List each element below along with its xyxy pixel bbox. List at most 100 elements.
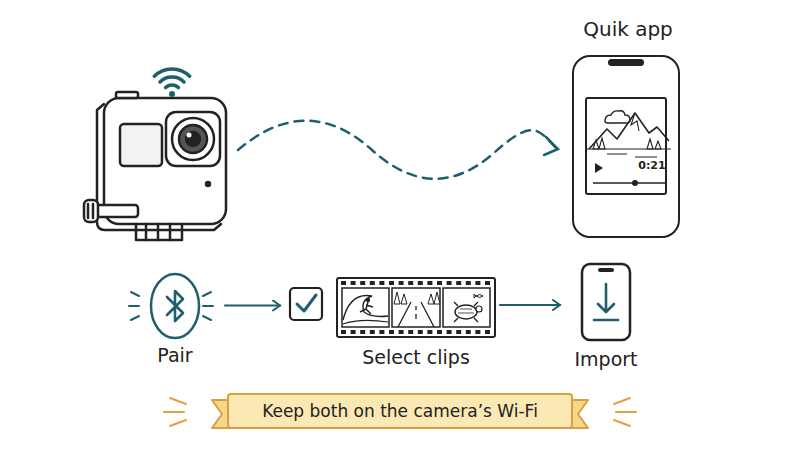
note-banner: Keep both on the camera’s Wi-Fi (210, 392, 590, 432)
wifi-symbol-part (154, 69, 189, 76)
signal-rays-part (203, 292, 213, 320)
select-step-outline-part (447, 281, 452, 285)
wifi-symbol-part (169, 91, 175, 97)
select-step-outline-part (408, 330, 413, 334)
video-player-outline-part (632, 180, 638, 186)
select-step-outline-part (455, 305, 477, 319)
bluetooth-step: Pair (140, 270, 225, 370)
video-player: 0:21 (585, 97, 667, 195)
select-step-outline-part (418, 330, 423, 334)
import-step-outline-part (594, 284, 618, 320)
select-step-outline-part (437, 330, 442, 334)
select-step-outline-part (343, 320, 388, 324)
action-camera-part (120, 124, 162, 166)
action-camera-part (88, 204, 93, 218)
video-player-outline-part (587, 149, 671, 157)
video-player-outline-part (631, 113, 639, 131)
select-step-outline-part (360, 302, 373, 314)
banner-rays-part (614, 398, 636, 426)
action-camera-part (146, 224, 170, 240)
select-step-outline-part (379, 330, 384, 334)
select-step-outline-part (427, 281, 432, 285)
select-step-outline-part (456, 330, 461, 334)
transfer-arrow (238, 121, 558, 179)
step-label: Select clips (337, 346, 495, 368)
wifi-symbol-part (166, 85, 179, 88)
step-label: Pair (140, 344, 210, 366)
select-step-outline-part (360, 281, 365, 285)
select-step-outline-part (456, 281, 461, 285)
select-step-outline-part (341, 330, 346, 334)
bluetooth-step-outline-part (167, 291, 183, 321)
banner-rays-part (164, 398, 186, 426)
video-player-outline-part (593, 138, 661, 149)
select-step-outline-part (398, 302, 434, 327)
import-step: Import (560, 262, 652, 374)
import-step-outline-part (598, 268, 614, 272)
select-step: Select clips (280, 272, 500, 372)
step-label: Import (560, 348, 652, 370)
select-step-outline-part (427, 330, 432, 334)
signal-rays-part (129, 292, 139, 320)
app-heading: Quik app (544, 17, 712, 41)
action-camera-part (84, 200, 98, 222)
action-camera-part (172, 118, 214, 160)
select-step-outline-part (454, 302, 478, 322)
action-camera-part (96, 205, 138, 217)
action-camera-part (186, 132, 200, 146)
transfer-arrow-part (544, 137, 558, 155)
select-step-outline-part (342, 288, 389, 327)
select-step-outline-part (370, 281, 375, 285)
select-step-outline-part (474, 294, 483, 298)
select-step-outline-part (437, 281, 442, 285)
select-step-outline-part (337, 278, 495, 337)
wifi-symbol-part (160, 77, 184, 82)
select-step-outline-part (351, 330, 356, 334)
video-player-outline-part (589, 113, 669, 149)
select-step-outline-part (443, 288, 490, 327)
select-step-outline-part (458, 309, 474, 313)
action-camera-part (187, 133, 192, 138)
select-step-outline-part (394, 292, 440, 304)
select-step-outline-part (447, 330, 452, 334)
wifi-symbol (154, 69, 189, 97)
select-step-outline-part (351, 281, 356, 285)
select-step-outline-part (341, 281, 346, 285)
note-text: Keep both on the camera’s Wi-Fi (228, 401, 572, 421)
select-step-outline-part (466, 281, 471, 285)
select-step-outline-part (476, 306, 482, 312)
select-step-outline-part (360, 330, 365, 334)
import-step-outline-part (582, 264, 630, 340)
video-player-outline-part (595, 163, 603, 173)
select-step-outline-part (343, 296, 388, 321)
select-step-outline-part (370, 330, 375, 334)
select-step-outline-part (379, 281, 384, 285)
video-duration: 0:21 (635, 159, 669, 172)
video-player-outline-part (593, 182, 665, 183)
select-step-outline-part (475, 281, 480, 285)
select-step-outline-part (485, 281, 490, 285)
flow-arrow (500, 304, 560, 306)
action-camera-part (206, 182, 210, 186)
action-camera-part (116, 92, 138, 98)
action-camera-part (179, 125, 207, 153)
phone-frame-outline-part (608, 59, 644, 66)
select-step-outline-part (389, 281, 394, 285)
select-step-outline-part (485, 330, 490, 334)
bluetooth-step-outline-part (151, 274, 199, 338)
select-step-outline-part (366, 298, 370, 302)
select-step-outline-part (466, 330, 471, 334)
select-step-outline-part (392, 288, 440, 327)
transfer-arrow-part (238, 121, 556, 179)
note-banner-outline-part (228, 394, 572, 428)
flow-arrow (225, 304, 280, 306)
select-step-outline-part (389, 330, 394, 334)
select-step-outline-part (297, 295, 316, 311)
select-step-outline-part (418, 281, 423, 285)
select-step-outline-part (399, 281, 404, 285)
select-step-outline-part (399, 330, 404, 334)
phone-frame: Quik app0:21 (572, 55, 680, 238)
video-player-outline (587, 99, 665, 193)
